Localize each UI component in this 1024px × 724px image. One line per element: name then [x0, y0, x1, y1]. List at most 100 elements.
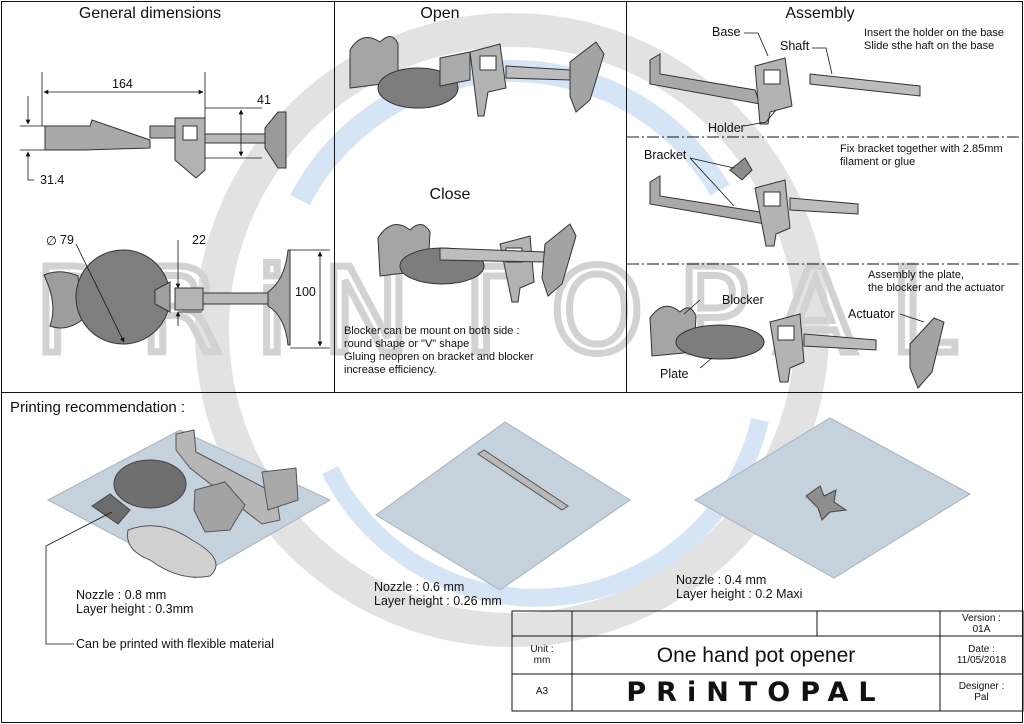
watermark-text: PRiNTOPAL — [34, 242, 989, 380]
date-value: 11/05/2018 — [956, 655, 1007, 666]
assembly-step2-note: Fix bracket together with 2.85mm filamen… — [840, 143, 1003, 169]
unit-cell: Unit : mm — [512, 644, 572, 666]
open-title: Open — [420, 5, 460, 22]
dim-height-label: 41 — [257, 93, 271, 107]
label-base: Base — [712, 25, 741, 39]
assembly-step3-drawing — [649, 305, 945, 389]
asm2-holder-slot — [763, 191, 781, 207]
assembly-step3-line-1: Assembly the plate, — [868, 269, 964, 281]
front-view-dimensions — [75, 240, 330, 349]
print1-bracket-part — [91, 493, 131, 525]
unit-label: Unit : — [530, 644, 554, 655]
print1-frame-part — [175, 429, 281, 525]
print2-shaft-part — [477, 449, 569, 511]
assembly-step2-line-2: filament or glue — [840, 156, 916, 168]
assembly-step3-line-2: the blocker and the actuator — [868, 282, 1005, 294]
open-view-drawing — [349, 36, 605, 117]
asm3-shaft — [803, 333, 877, 351]
top-view-drawing — [44, 111, 287, 179]
asm2-base — [649, 175, 766, 225]
build-plate-2 — [375, 421, 631, 591]
assembly-step1-line-2: Slide sthe haft on the base — [864, 40, 995, 52]
front-view-shaft — [202, 292, 269, 305]
general-dimensions-title: General dimensions — [78, 5, 222, 22]
build-plate-2-surface — [375, 421, 631, 591]
assembly-step2-line-1: Fix bracket together with 2.85mm — [840, 143, 1003, 155]
date-cell: Date : 11/05/2018 — [940, 644, 1023, 666]
print1-nozzle: Nozzle : 0.8 mm — [76, 588, 167, 602]
front-view-actuator — [267, 249, 291, 346]
top-view-shaft — [204, 133, 266, 144]
print1-plate-part — [113, 459, 187, 509]
blocker-note-line-4: increase efficiency. — [344, 364, 437, 376]
print3-nozzle: Nozzle : 0.4 mm — [676, 573, 767, 587]
label-actuator: Actuator — [848, 307, 895, 321]
title-block-grid — [511, 610, 1024, 712]
close-view-drawing — [377, 223, 577, 303]
front-view-drawing — [43, 249, 291, 346]
top-view-arm — [149, 125, 176, 139]
dim-length-label: 164 — [112, 77, 133, 91]
version-label: Version : — [962, 613, 1001, 624]
top-view-base — [44, 119, 151, 151]
top-view-holder-slot — [182, 125, 198, 141]
label-plate: Plate — [660, 367, 689, 381]
label-bracket: Bracket — [644, 148, 687, 162]
open-plate — [377, 67, 459, 109]
top-view-dimensions — [20, 72, 262, 181]
assembly-step1-line-1: Insert the holder on the base — [864, 27, 1005, 39]
unit-value: mm — [533, 655, 551, 666]
open-holder — [469, 43, 507, 117]
dim-thickness-label: 31.4 — [40, 173, 65, 187]
date-label: Date : — [968, 644, 995, 655]
blocker-note-line-3: Gluing neopren on bracket and blocker — [344, 351, 534, 363]
asm1-holder-slot — [763, 69, 781, 85]
asm3-holder — [769, 313, 805, 383]
asm3-holder-slot — [777, 325, 795, 341]
drawing-title: One hand pot opener — [656, 644, 856, 667]
print1-settings: Nozzle : 0.8 mm Layer height : 0.3mm — [76, 588, 193, 616]
printopal-logo: PRiNTOPAL — [626, 677, 886, 708]
print3-bracket-part — [805, 485, 848, 521]
print1-blocker-part — [193, 481, 246, 533]
panel-printing-frame — [1, 392, 1023, 723]
assembly-step1-drawing — [649, 53, 921, 125]
front-view-holder — [174, 287, 204, 311]
designer-label: Designer : — [958, 681, 1005, 692]
asm2-holder — [754, 179, 791, 247]
dim-line-diameter — [75, 243, 125, 343]
dim-gap-label: 22 — [192, 233, 206, 247]
open-blocker — [349, 36, 399, 89]
flexible-note-leader — [45, 511, 113, 645]
asm3-actuator — [909, 317, 945, 389]
assembly-dividers — [627, 136, 1022, 265]
close-holder — [499, 235, 535, 303]
front-view-bracket — [154, 281, 171, 313]
front-view-blocker — [43, 271, 83, 329]
assembly-leaders — [683, 32, 925, 369]
assembly-title: Assembly — [785, 5, 855, 22]
asm2-shaft — [789, 197, 859, 215]
close-actuator — [541, 223, 577, 297]
assembly-step1-note: Insert the holder on the base Slide sthe… — [864, 27, 1004, 53]
asm1-base — [649, 53, 761, 105]
asm2-bracket-loose — [729, 157, 753, 181]
top-view-actuator — [264, 111, 287, 169]
print1-layer-height: Layer height : 0.3mm — [76, 602, 194, 616]
print3-settings: Nozzle : 0.4 mm Layer height : 0.2 Maxi — [676, 573, 802, 601]
close-title: Close — [429, 186, 471, 203]
print2-layer-height: Layer height : 0.26 mm — [374, 594, 502, 608]
open-holder-slot — [479, 55, 497, 71]
version-value: 01A — [972, 624, 991, 635]
assembly-step3-note: Assembly the plate, the blocker and the … — [868, 269, 1004, 295]
open-actuator — [569, 41, 605, 113]
label-holder: Holder — [708, 121, 745, 135]
designer-value: Pal — [974, 692, 989, 703]
open-base — [439, 51, 471, 87]
dim-diameter-symbol: ∅ — [46, 234, 57, 248]
blocker-note-line-2: round shape or "V" shape — [344, 338, 470, 350]
label-shaft: Shaft — [780, 39, 810, 53]
print1-actuator-part — [126, 525, 217, 578]
dim-diameter-label: 79 — [60, 233, 74, 247]
